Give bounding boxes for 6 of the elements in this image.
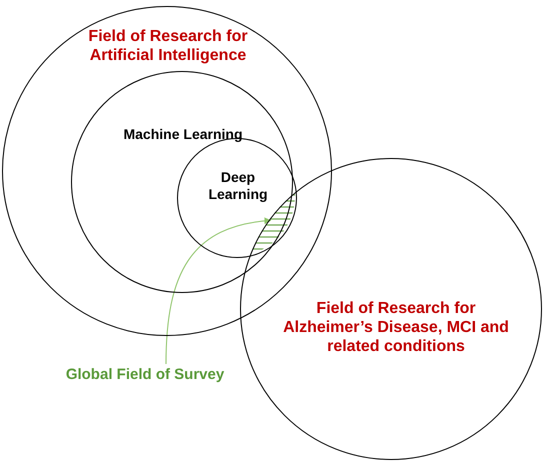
circle-label: Deep Learning (207, 169, 269, 203)
circle-label: Field of Research for Artificial Intelligence (87, 27, 249, 66)
circle-label: Machine Learning (122, 126, 244, 143)
circle-label: Field of Research for Alzheimer’s Disease, MCI and related conditions (282, 299, 510, 357)
annotation-label: Global Field of Survey (40, 366, 250, 384)
leader-arrow (166, 218, 272, 364)
